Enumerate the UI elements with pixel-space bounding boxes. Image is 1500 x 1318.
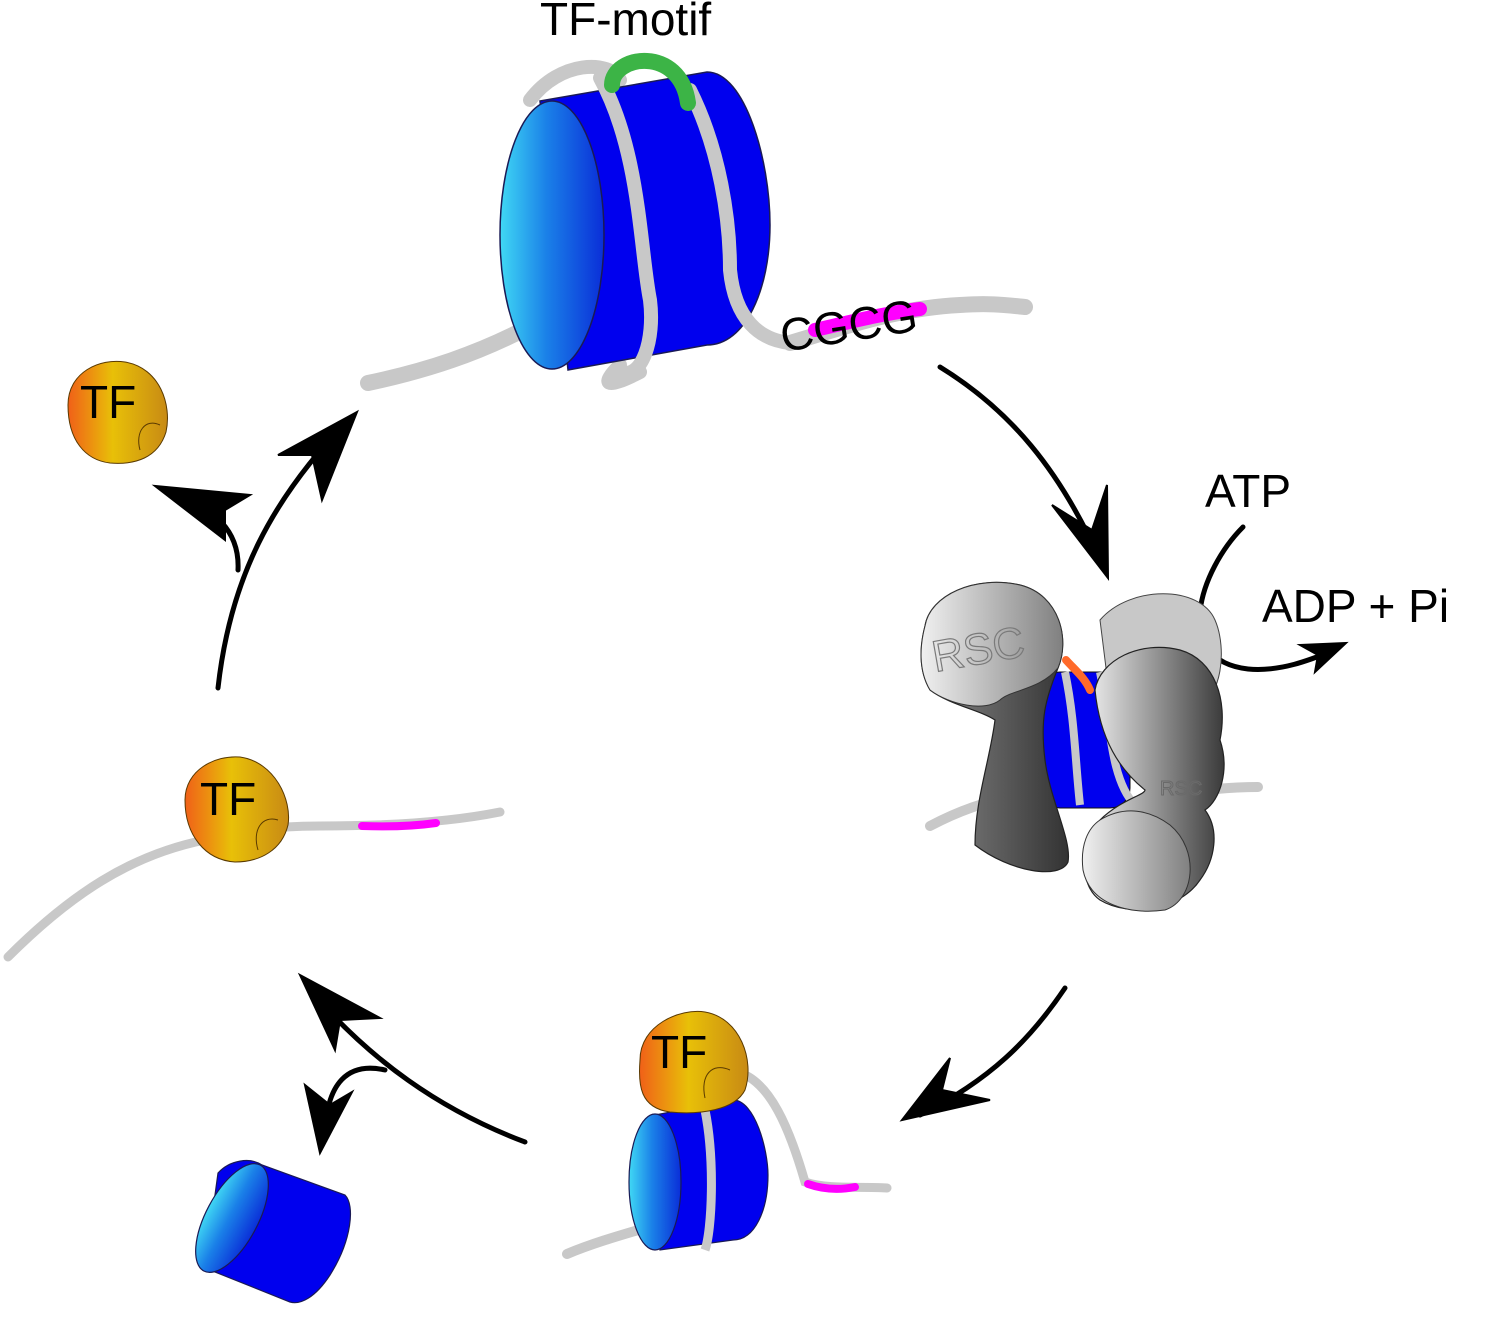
rsc-complex: RSC RSC (920, 581, 1263, 912)
rsc-orange-linker (1062, 656, 1094, 694)
arrow-histone-eviction-head (303, 1082, 355, 1156)
tf-label-bottom: TF (651, 1026, 707, 1078)
arrow-to-rsc-head (1051, 484, 1110, 581)
dna-wrap-front-1 (593, 71, 658, 380)
arrow-tf-release-head (151, 484, 254, 543)
arrow-to-top-head (277, 409, 359, 504)
evicted-histone-octamer (195, 1159, 351, 1304)
cycle-arrows (151, 364, 1349, 1156)
atp-label: ATP (1205, 465, 1291, 517)
tf-left-lobe (255, 818, 279, 851)
atp-arrow-head (1296, 641, 1349, 675)
tf-bottom-lobe (703, 1067, 731, 1099)
octamer-face (195, 1163, 269, 1273)
rsc-left-head (920, 581, 1064, 707)
histone-cylinder-face (499, 100, 605, 370)
arrow-to-free-dna-head (297, 972, 384, 1054)
tf-released-lobe (138, 422, 161, 451)
tf-released-shape (67, 360, 168, 464)
top-nucleosome: TF-motif CGCG (360, 0, 1033, 391)
rsc-bottom-lobe (1081, 810, 1191, 912)
tf-bottom-shape (639, 1010, 749, 1114)
tf-label-top-left: TF (80, 376, 136, 428)
cgcg-segment (808, 302, 927, 337)
tf-left-shape (184, 756, 290, 863)
tf-label-left: TF (200, 773, 256, 825)
dna-bottom-wrap (700, 1109, 716, 1252)
bottom-magenta-segment (804, 1180, 859, 1193)
adp-pi-label: ADP + Pi (1262, 580, 1449, 632)
tf-motif-segment (604, 52, 696, 111)
cgcg-label: CGCG (776, 289, 920, 362)
free-dna-magenta-segment (358, 819, 440, 831)
histone-bottom-face (628, 1113, 682, 1251)
tf-bound-nucleosome: TF (562, 1010, 892, 1259)
atp-arrow (1197, 524, 1338, 672)
rsc-label-secondary: RSC (1160, 778, 1202, 800)
tf-free-dna: TF (3, 756, 505, 962)
released-tf: TF (67, 360, 168, 464)
arrow-to-tf-bound-head (899, 1057, 991, 1122)
tf-motif-label: TF-motif (540, 0, 711, 45)
dna-wrap-front-2 (683, 83, 797, 350)
